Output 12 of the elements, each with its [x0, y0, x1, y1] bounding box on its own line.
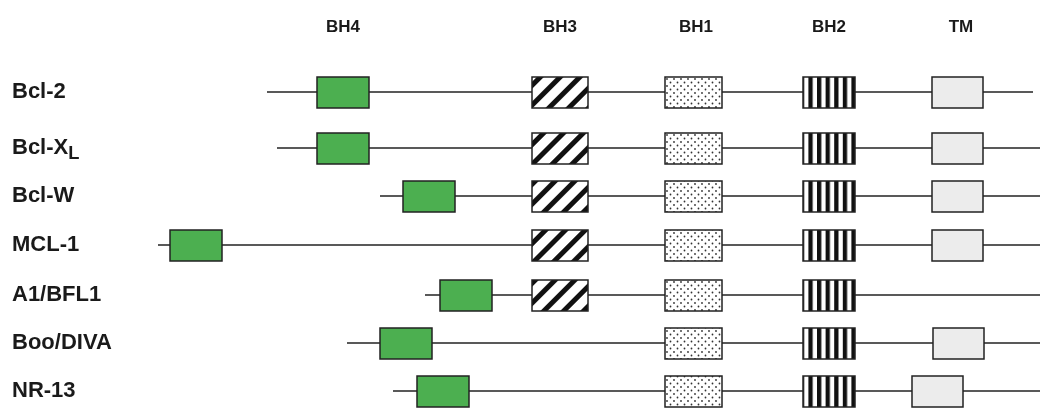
- domain-header: TM: [947, 18, 975, 35]
- protein-name: NR-13: [12, 379, 76, 401]
- protein-name: Bcl-2: [12, 80, 66, 102]
- protein-name: Bcl-W: [12, 184, 75, 206]
- protein-name: MCL-1: [12, 233, 80, 255]
- domain-header: BH3: [542, 18, 578, 35]
- domain-header: BH1: [678, 18, 714, 35]
- domain-header: BH4: [325, 18, 361, 35]
- protein-name: A1/BFL1: [12, 283, 102, 305]
- protein-name: Boo/DIVA: [12, 331, 112, 353]
- protein-name: Bcl-X$_{L}$: [12, 136, 80, 163]
- domain-header: BH2: [811, 18, 847, 35]
